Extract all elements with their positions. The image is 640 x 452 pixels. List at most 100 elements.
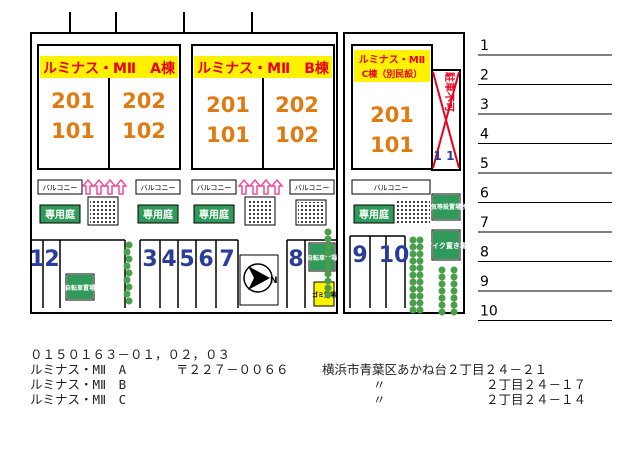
stair-arrow — [103, 178, 117, 195]
compass-label: N — [270, 276, 278, 286]
parking-number-6: 6 — [198, 247, 213, 272]
bike-parking-fill — [433, 231, 459, 259]
hedge-shrub — [438, 294, 446, 302]
site-plan-outline-ab — [30, 32, 338, 314]
hedge-shrub — [438, 287, 446, 295]
private-garden-label: 専用庭 — [199, 208, 230, 221]
stair-arrow — [81, 178, 95, 195]
hedge-shrub — [450, 308, 458, 316]
stair-arrow — [237, 178, 251, 195]
hedge-shrub — [416, 257, 424, 265]
bike-parking-label: バイク置き場 — [425, 241, 467, 250]
building-b-name: ルミナス・MⅡ B棟 — [197, 60, 330, 77]
list-number: 1 — [480, 38, 489, 54]
utility-meter-label: 電気等設置場所 — [425, 203, 467, 211]
hedge-shrub — [324, 284, 332, 292]
hedge-shrub — [409, 243, 417, 251]
room-b-102: 102 — [275, 123, 319, 147]
building-a-name: ルミナス・MⅡ A棟 — [43, 60, 176, 77]
hedge-shrub — [125, 241, 133, 249]
bicycle-label: 自転車置場 — [65, 284, 95, 292]
hedge-shrub — [438, 308, 446, 316]
property-row-a-address: 横浜市青葉区あかね台２丁目２４－２１ — [322, 362, 548, 377]
hedge-shrub — [125, 255, 133, 263]
stair-arrow — [270, 178, 284, 195]
hatched-area-b — [247, 199, 273, 223]
hedge-shrub — [416, 271, 424, 279]
building-a-label-bg — [40, 56, 178, 78]
utility-meter-fill — [433, 195, 459, 219]
balcony-c — [351, 179, 431, 195]
list-number: 7 — [480, 215, 489, 231]
building-c-subname: C棟（別民設） — [362, 68, 423, 80]
balcony-a2 — [135, 179, 181, 195]
private-garden-label: 専用庭 — [359, 208, 390, 221]
balcony-a1 — [37, 179, 83, 195]
room-b-202: 202 — [275, 93, 319, 117]
list-number: 4 — [480, 127, 489, 143]
hedge-shrub — [409, 278, 417, 286]
hedge-shrub — [123, 276, 131, 284]
hedge-shrub — [409, 306, 417, 314]
building-c-name: ルミナス・MⅡ — [359, 54, 426, 66]
parking-number-7: 7 — [219, 247, 234, 272]
room-a-202: 202 — [122, 89, 166, 113]
balcony-label: バルコニー — [197, 184, 232, 192]
stair-arrows — [81, 178, 284, 195]
hedge-shrub — [416, 285, 424, 293]
hedge-shrub — [123, 248, 131, 256]
room-b-101: 101 — [206, 123, 250, 147]
hedge-shrub — [438, 266, 446, 274]
hedge-shrub — [409, 264, 417, 272]
property-row-b-address: ２丁目２４－１７ — [486, 377, 587, 392]
private-garden-label: 専用庭 — [45, 208, 76, 221]
list-number: 8 — [480, 245, 489, 261]
compass-icon: N — [239, 254, 279, 306]
bicycle-lot-fill — [67, 275, 93, 299]
hedge-shrub — [409, 271, 417, 279]
list-number: 10 — [480, 304, 498, 320]
list-number: 6 — [480, 186, 489, 202]
list-number: 5 — [480, 156, 489, 172]
parking-stalls — [31, 235, 406, 308]
private-garden-label: 専用庭 — [143, 208, 174, 221]
hedge-shrub — [324, 256, 332, 264]
hedge-shrub — [324, 235, 332, 243]
svg-text:駐車不可: 駐車不可 — [443, 72, 456, 112]
hedge-shrub — [324, 263, 332, 271]
hedge-shrub — [324, 249, 332, 257]
parking-number-3: 3 — [142, 247, 157, 272]
hedge-shrub — [125, 297, 133, 305]
hedge-shrub — [438, 280, 446, 288]
list-number: 2 — [480, 68, 489, 84]
hedge-shrub — [450, 301, 458, 309]
hedge-shrub — [409, 257, 417, 265]
parking-number-8: 8 — [288, 247, 303, 272]
balcony-label: バルコニー — [295, 184, 330, 192]
hedge-shrub — [324, 228, 332, 236]
site-plan-outline-c — [343, 32, 465, 314]
property-row-c-name: ルミナス・MⅡ C — [30, 392, 127, 407]
hedge-shrub — [409, 250, 417, 258]
balcony-label: バルコニー — [141, 184, 176, 192]
building-c-label-bg — [354, 50, 430, 82]
property-row-c-address: ２丁目２４－１４ — [486, 392, 587, 407]
room-b-201: 201 — [206, 93, 250, 117]
property-row-c-mark: 〃 — [373, 392, 386, 407]
hedge-shrub — [450, 266, 458, 274]
property-row-a-name: ルミナス・MⅡ A — [30, 362, 127, 377]
building-b-label-bg — [194, 56, 332, 78]
bicycle-side-label: 自転車置場 — [307, 254, 337, 262]
hedge-shrub — [450, 280, 458, 288]
property-row-b-name: ルミナス・MⅡ B — [30, 377, 127, 392]
hedge-shrub — [409, 236, 417, 244]
stair-arrow — [248, 178, 262, 195]
hedge-shrub — [416, 264, 424, 272]
hedge-shrub — [409, 292, 417, 300]
parking-number-9: 9 — [352, 243, 367, 268]
hedge-shrub — [438, 273, 446, 281]
list-number: 9 — [480, 274, 489, 290]
room-c-101: 101 — [370, 133, 414, 157]
no-parking-mark: 1 1 — [434, 149, 455, 163]
stair-arrow — [92, 178, 106, 195]
